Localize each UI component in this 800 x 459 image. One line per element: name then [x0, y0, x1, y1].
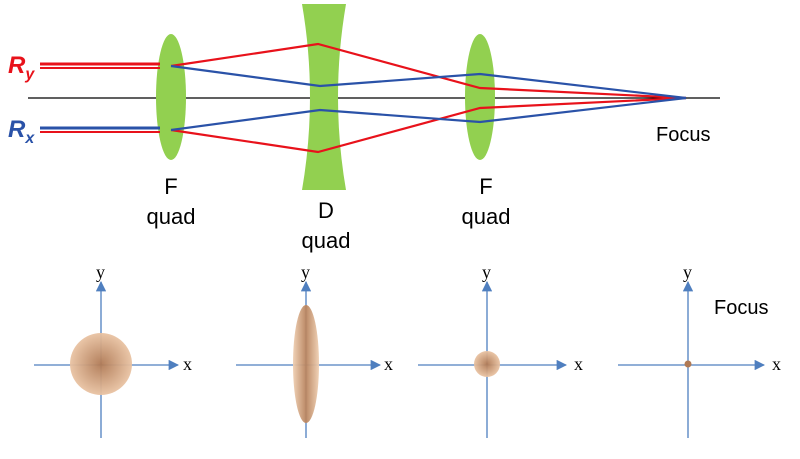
- beam-spot-3: [474, 351, 500, 377]
- f-quad-lens-1: [156, 34, 186, 160]
- lens-label-1-name: quad: [146, 204, 196, 229]
- x-axis-label-1: x: [183, 354, 192, 374]
- y-axis-label-4: y: [683, 262, 692, 282]
- ray-y-path-lower: [170, 96, 687, 154]
- x-axis-label-2: x: [384, 354, 393, 374]
- d-quad-lens: [302, 4, 346, 190]
- profile-panel-4: [618, 280, 766, 438]
- lens-label-2-name: quad: [301, 228, 351, 253]
- y-axis-label-1: y: [96, 262, 105, 282]
- lens-label-1: F quad: [131, 172, 211, 232]
- beam-spot-2: [293, 305, 319, 423]
- ray-x-label: Rx: [8, 116, 35, 147]
- lens-label-1-type: F: [164, 174, 178, 199]
- beam-spot-1: [70, 333, 132, 395]
- beam-spot-4: [684, 360, 692, 368]
- lens-label-3-name: quad: [461, 204, 511, 229]
- y-axis-label-3: y: [482, 262, 491, 282]
- lens-label-2: D quad: [286, 196, 366, 256]
- profile-panel-1: [34, 280, 180, 438]
- x-axis-label-3: x: [574, 354, 583, 374]
- lens-label-3-type: F: [479, 174, 493, 199]
- lens-label-2-type: D: [318, 198, 334, 223]
- profile-panel-2: [236, 280, 382, 438]
- ray-x-path-upper: [170, 64, 687, 100]
- ray-x-path-lower: [170, 96, 687, 132]
- profile-panel-3: [418, 280, 568, 438]
- ray-y-path-upper: [170, 42, 687, 100]
- lens-label-3: F quad: [446, 172, 526, 232]
- focus-label-bottom: Focus: [714, 297, 769, 319]
- f-quad-lens-2: [465, 34, 495, 160]
- focus-label-top: Focus: [656, 124, 711, 146]
- ray-y-label: Ry: [8, 52, 35, 83]
- x-axis-label-4: x: [772, 354, 781, 374]
- y-axis-label-2: y: [301, 262, 310, 282]
